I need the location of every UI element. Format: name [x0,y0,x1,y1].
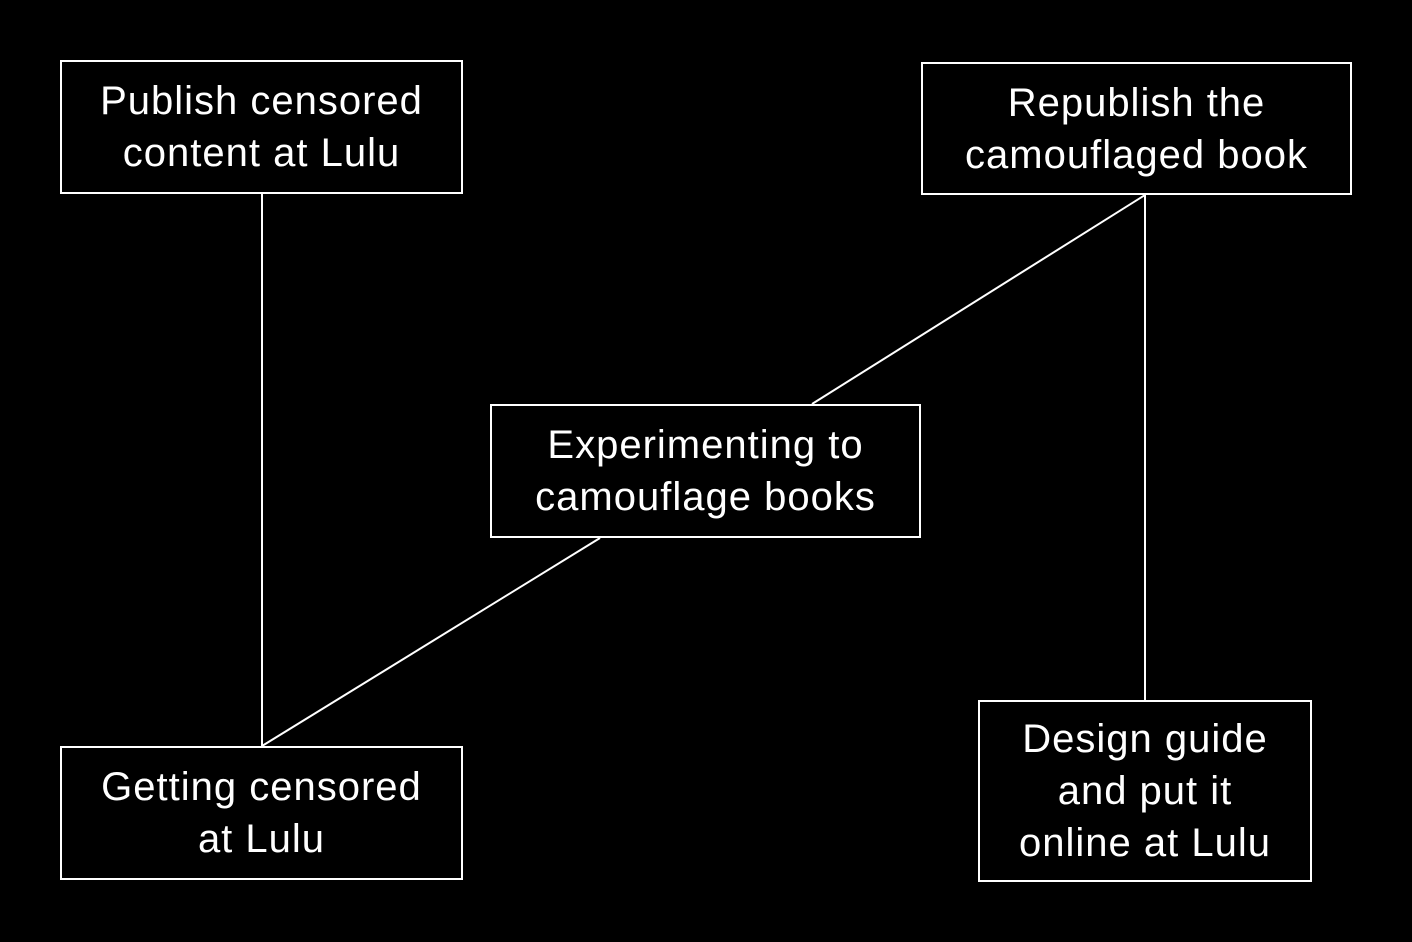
node-label-line: online at Lulu [1019,821,1271,865]
node-label-line: content at Lulu [122,131,401,175]
edge-censored-to-experiment [261,537,601,747]
node-republish-camouflaged-book: Republish the camouflaged book [921,62,1352,195]
node-label-line: camouflage books [535,475,876,519]
node-label-line: Republish the [1007,80,1266,125]
edge-experiment-to-republish [811,194,1146,405]
node-label-line: Design guide [1022,717,1268,761]
node-publish-censored-content: Publish censored content at Lulu [60,60,463,194]
node-design-guide: Design guide and put it online at Lulu [978,700,1312,882]
node-label-line: camouflaged book [965,132,1308,177]
node-experimenting-to-camouflage: Experimenting to camouflage books [490,404,921,538]
node-label-line: Publish censored [100,79,423,123]
node-label-line: Getting censored [101,765,422,809]
node-label-line: and put it [1057,769,1233,813]
node-getting-censored: Getting censored at Lulu [60,746,463,880]
node-label-line: at Lulu [197,817,326,861]
node-label-line: Experimenting to [547,423,864,467]
